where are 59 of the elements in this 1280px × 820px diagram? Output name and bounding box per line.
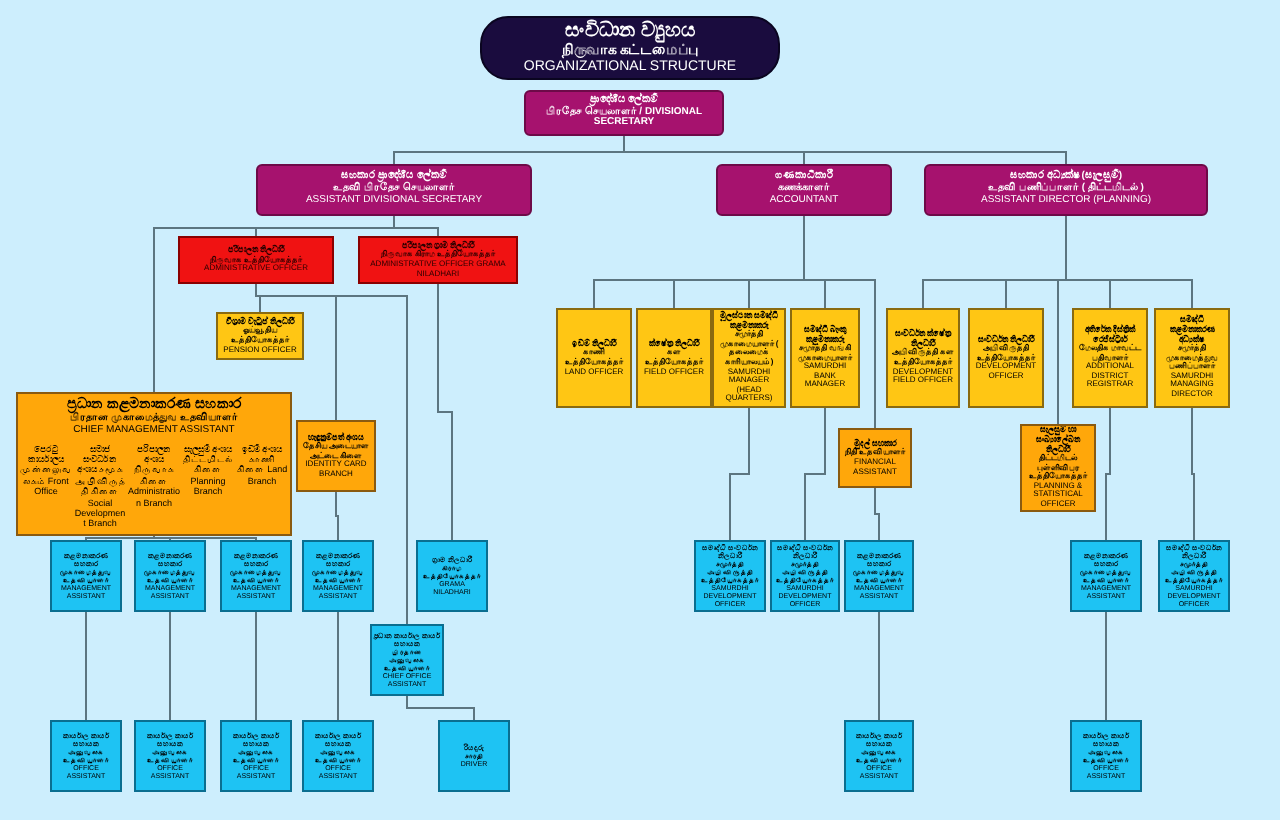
position-box bbox=[1020, 424, 1096, 512]
position-box bbox=[1072, 308, 1148, 408]
position-box bbox=[636, 308, 712, 408]
position-box bbox=[716, 164, 892, 216]
connector-line bbox=[874, 487, 880, 541]
connector-line bbox=[1191, 407, 1195, 541]
position-box bbox=[134, 540, 206, 612]
connector-line bbox=[169, 611, 171, 721]
position-box bbox=[220, 720, 292, 792]
position-box bbox=[416, 540, 488, 612]
position-box bbox=[844, 720, 914, 792]
position-box bbox=[220, 540, 292, 612]
position-box bbox=[358, 236, 518, 284]
position-box bbox=[50, 540, 122, 612]
position-box bbox=[302, 720, 374, 792]
position-box bbox=[968, 308, 1044, 408]
position-box bbox=[524, 90, 724, 136]
position-box bbox=[1154, 308, 1230, 408]
connector-line bbox=[729, 407, 750, 541]
position-box bbox=[438, 720, 510, 792]
position-box bbox=[556, 308, 632, 408]
connector-line bbox=[1105, 407, 1111, 541]
connector-line bbox=[803, 215, 876, 429]
title-banner bbox=[480, 16, 780, 80]
connector-line bbox=[804, 407, 826, 541]
connector-line bbox=[623, 135, 1067, 165]
position-box bbox=[296, 420, 376, 492]
position-box bbox=[1158, 540, 1230, 612]
position-box bbox=[370, 624, 444, 696]
connector-line bbox=[1065, 215, 1193, 309]
connector-line bbox=[85, 535, 155, 541]
position-box bbox=[924, 164, 1208, 216]
position-box bbox=[302, 540, 374, 612]
position-box bbox=[694, 540, 766, 612]
position-box bbox=[134, 720, 206, 792]
position-box bbox=[886, 308, 960, 408]
connector-line bbox=[878, 611, 880, 721]
position-box bbox=[770, 540, 840, 612]
position-box bbox=[256, 164, 532, 216]
position-box bbox=[712, 308, 786, 408]
connector-line bbox=[153, 215, 395, 393]
connector-line bbox=[255, 611, 257, 721]
position-title: සංවිධාන ව්‍යුහය bbox=[565, 20, 695, 43]
position-box bbox=[844, 540, 914, 612]
connector-line bbox=[335, 491, 339, 541]
position-box bbox=[50, 720, 122, 792]
connector-line bbox=[255, 283, 408, 625]
position-box bbox=[838, 428, 912, 488]
position-box bbox=[178, 236, 334, 284]
connector-line bbox=[406, 695, 475, 721]
position-box bbox=[216, 312, 304, 360]
position-box bbox=[790, 308, 860, 408]
connector-line bbox=[437, 283, 453, 541]
position-box bbox=[1070, 720, 1142, 792]
position-box bbox=[16, 392, 292, 536]
connector-line bbox=[337, 611, 339, 721]
connector-line bbox=[85, 611, 87, 721]
connector-line bbox=[1105, 611, 1107, 721]
position-box bbox=[1070, 540, 1142, 612]
